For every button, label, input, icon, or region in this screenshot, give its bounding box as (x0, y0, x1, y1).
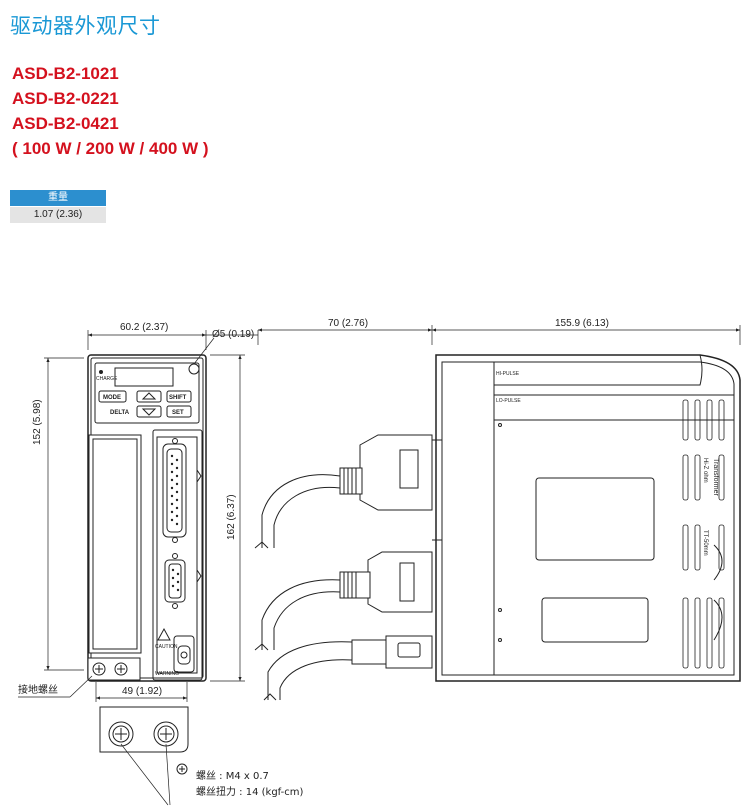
side-view (254, 354, 741, 701)
side-dimensions (257, 325, 741, 345)
side-label-hi-pulse: HI-PULSE (496, 371, 520, 377)
page-title: 驱动器外观尺寸 (10, 14, 161, 38)
model-power: ( 100 W / 200 W / 400 W ) (12, 139, 209, 158)
brand-label: DELTA (110, 410, 130, 416)
screw-detail (99, 706, 189, 806)
warning-label: WARNING (155, 671, 179, 677)
weight-table: 重量 1.07 (2.36) (10, 190, 106, 223)
side-label-transformer: Transformer (712, 458, 719, 497)
side-label-tt50: TT-50mm (702, 530, 708, 556)
dim-front-width: 60.2 (2.37) (120, 322, 168, 333)
dim-body-depth: 155.9 (6.13) (555, 318, 609, 329)
shift-button-label: SHIFT (169, 395, 187, 401)
side-label-hiz: Hi-Z ohm (702, 458, 708, 483)
front-view (87, 354, 207, 682)
caution-label: CAUTION (155, 644, 178, 650)
weight-header: 重量 (10, 190, 106, 207)
model-1021: ASD-B2-1021 (12, 64, 119, 83)
model-0221: ASD-B2-0221 (12, 89, 119, 108)
screw-torque-spec: 螺丝扭力 : 14 (kgf-cm) (196, 785, 303, 798)
dim-hole: Ø5 (0.19) (212, 329, 254, 340)
side-label-lo-pulse: LO-PULSE (496, 398, 521, 404)
charge-label: CHARGE (96, 376, 118, 382)
set-button-label: SET (172, 410, 184, 416)
dim-mount-height: 152 (5.98) (32, 399, 43, 445)
mode-button-label: MODE (103, 395, 121, 401)
screw-size-spec: 螺丝 : M4 x 0.7 (196, 770, 269, 782)
weight-value: 1.07 (2.36) (10, 206, 106, 223)
dim-cable-depth: 70 (2.76) (328, 318, 368, 329)
dim-total-height: 162 (6.37) (226, 494, 237, 540)
model-0421: ASD-B2-0421 (12, 114, 119, 133)
dim-bottom-width: 49 (1.92) (122, 686, 162, 697)
cn1-pins (170, 454, 179, 526)
front-dimensions (18, 330, 258, 702)
ground-screw-label: 接地螺丝 (18, 683, 58, 696)
